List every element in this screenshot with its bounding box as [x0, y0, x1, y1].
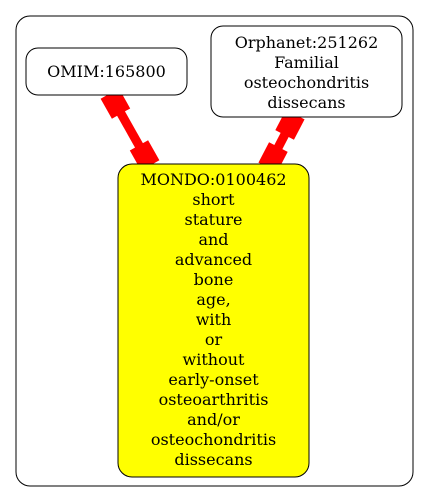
- node-omim-line: OMIM:165800: [47, 62, 166, 81]
- node-omim-label: OMIM:165800: [47, 62, 166, 81]
- node-mondo-line: short: [192, 190, 235, 209]
- node-orphanet-box: [210, 25, 403, 118]
- edge-arrowhead-target: [129, 140, 160, 171]
- node-mondo-line: early-onset: [168, 370, 259, 389]
- node-orphanet-line: Orphanet:251262: [235, 33, 379, 52]
- node-mondo-line: with: [196, 310, 232, 329]
- node-orphanet-line: dissecans: [267, 93, 345, 112]
- node-orphanet-line: osteochondritis: [244, 73, 369, 92]
- node-mondo-line: bone: [194, 270, 234, 289]
- edge-omim-mondo: [100, 88, 160, 171]
- node-orphanet-line: Familial: [274, 53, 339, 72]
- node-mondo-line: advanced: [175, 250, 252, 269]
- node-mondo-line: or: [205, 330, 223, 349]
- node-mondo-line: dissecans: [174, 450, 252, 469]
- node-mondo-line: without: [183, 350, 245, 369]
- node-mondo-line: and/or: [187, 410, 240, 429]
- node-mondo-box: [117, 163, 310, 478]
- node-mondo-line: osteochondritis: [151, 430, 276, 449]
- node-omim[interactable]: OMIM:165800: [25, 47, 188, 96]
- node-mondo-line: age,: [196, 290, 230, 309]
- node-omim-box: [25, 47, 188, 96]
- node-mondo-line: stature: [184, 210, 242, 229]
- edge-arrowhead-source: [100, 88, 131, 119]
- node-mondo-line: and: [198, 230, 228, 249]
- edges-layer: [100, 88, 305, 173]
- node-mondo-line: osteoarthritis: [159, 390, 269, 409]
- node-mondo-line: MONDO:0100462: [140, 170, 286, 189]
